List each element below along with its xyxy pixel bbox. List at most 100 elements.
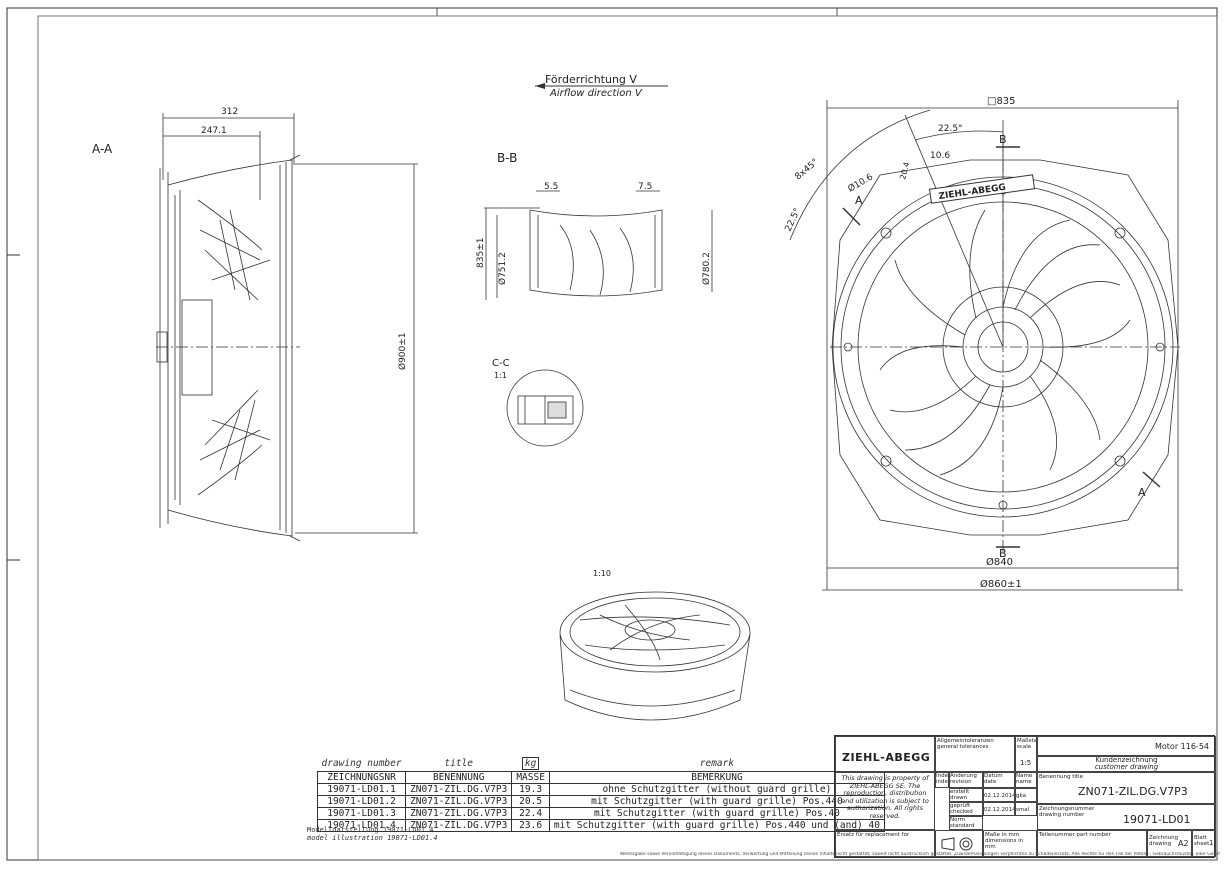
index-label: Index index [935, 772, 949, 788]
row-name: ZN071-ZIL.DG.V7P3 [405, 795, 513, 808]
dim-hole-dia-b: 10.6 [930, 151, 950, 161]
part-number-cell: Teilenummer part number [1037, 830, 1147, 857]
format-cell: Zeichnung drawing A2 [1147, 830, 1192, 857]
model-note-de: Modelldarstellung 19071-LD01.4 [307, 826, 434, 834]
motor-value: Motor 116-54 [1155, 742, 1209, 751]
dim-hole-dia-a: Ø10.6 [846, 171, 875, 194]
hdr-remark: remark [699, 758, 735, 769]
iso-scale: 1:10 [593, 569, 611, 578]
dim-835h: 835±1 [476, 238, 486, 268]
dim-5-5: 5.5 [544, 182, 558, 192]
section-a-top: A [855, 194, 863, 207]
title-label: Benennung title [1039, 774, 1083, 780]
scale-value: 1:5 [1020, 759, 1032, 767]
sheet-label: Blatt sheet [1194, 835, 1210, 847]
checked-label: geprüft checked [949, 802, 983, 816]
dim-sq835: □835 [987, 96, 1016, 107]
fan-brand-plate [928, 174, 1036, 204]
hdr-masse: MASSE [511, 771, 550, 784]
dim-hole-pattern: 8x45° [794, 157, 821, 182]
sheet-cell: Blatt sheet 1 [1192, 830, 1216, 857]
dim-hole-offset: 20.4 [898, 161, 911, 181]
title-block: ZIEHL-ABEGG Allgemeintoleranzen general … [834, 735, 1216, 858]
hdr-zeichnungsnr: ZEICHNUNGSNR [316, 771, 407, 784]
table-row: 19071-LD01.1 ZN071-ZIL.DG.V7P3 19.3 ohne… [316, 783, 885, 796]
format-value: A2 [1178, 839, 1189, 848]
hdr-kg: kg [512, 757, 550, 772]
projection-symbol-cell [935, 830, 983, 857]
kundenzeichnung-label: Kundenzeichnung [1095, 756, 1158, 764]
view-aa-label: A-A [92, 142, 113, 156]
hdr-title: title [444, 758, 473, 769]
row-nr: 19071-LD01.3 [316, 807, 407, 820]
mm-cell: Maße in mm dimensions in mm [983, 830, 1037, 857]
drawn-date: 02.12.2014 [983, 788, 1015, 802]
name-label: Name name [1015, 772, 1037, 788]
hdr-drawing-number: drawing number [321, 758, 402, 769]
projection-icon [941, 837, 973, 851]
dim-angle-top: 22.5° [938, 124, 963, 134]
airflow-label-de: Förderrichtung V [545, 73, 637, 86]
ziehl-abegg-logo: ZIEHL-ABEGG [842, 751, 931, 764]
section-b-bottom: B [999, 547, 1007, 560]
legal-footer: Weitergabe sowie Vervielfältigung dieses… [620, 852, 1220, 857]
view-bb-label: B-B [497, 151, 517, 165]
airflow-label-en: Airflow direction V [549, 88, 643, 99]
logo-cell: ZIEHL-ABEGG [835, 736, 935, 772]
drawing-number-value: 19071-LD01 [1123, 813, 1191, 826]
model-illustration-note: Modelldarstellung 19071-LD01.4 model ill… [307, 826, 438, 842]
view-cc-label: C-C [492, 358, 510, 369]
property-notice: This drawing is property of ZIEHL-ABEGG … [835, 772, 935, 830]
format-label: Zeichnung drawing [1149, 835, 1179, 847]
revision-label: Änderung revision [949, 772, 983, 788]
customer-drawing-label: customer drawing [1094, 763, 1159, 771]
dim-7-5: 7.5 [638, 182, 652, 192]
drawn-name: gka [1015, 788, 1037, 802]
dim-900: Ø900±1 [397, 332, 408, 370]
replacement-cell: Ersatz für replacement for [835, 830, 935, 857]
hdr-benennung: BENENNUNG [405, 771, 513, 784]
dim-751: Ø751.2 [497, 252, 508, 285]
cc-detail-view [506, 369, 584, 447]
table-row: 19071-LD01.3 ZN071-ZIL.DG.V7P3 22.4 mit … [316, 807, 885, 820]
checked-name: smal [1015, 802, 1037, 816]
front-view [789, 100, 1183, 591]
sheet-value: 1 [1209, 839, 1214, 847]
customer-drawing-cell: Kundenzeichnung customer drawing [1037, 756, 1216, 772]
row-mass: 22.4 [511, 807, 550, 820]
table-row: 19071-LD01.4 ZN071-ZIL.DG.V7P3 23.6 mit … [316, 819, 885, 832]
checked-date: 02.12.2014 [983, 802, 1015, 816]
dim-angle-left: 22.5° [784, 207, 803, 233]
title-cell: Benennung title ZN071-ZIL.DG.V7P3 [1037, 772, 1216, 804]
drawn-label: erstellt drawn [949, 788, 983, 802]
parts-table: drawing number title kg remark ZEICHNUNG… [316, 757, 885, 832]
inner-border [37, 15, 1218, 861]
dim-860: Ø860±1 [980, 578, 1022, 590]
row-mass: 20.5 [511, 795, 550, 808]
bb-section-view [484, 190, 713, 300]
aa-side-view [156, 113, 418, 542]
parts-italic-header: drawing number title kg remark [318, 757, 885, 772]
tolerances-cell: Allgemeintoleranzen general tolerances [935, 736, 1015, 772]
drawing-number-label: Zeichnungsnummer drawing number [1039, 806, 1095, 818]
dim-312: 312 [221, 107, 238, 117]
row-mass: 19.3 [511, 783, 550, 796]
row-name: ZN071-ZIL.DG.V7P3 [405, 783, 513, 796]
row-remark: mit Schutzgitter (with guard grille) Pos… [548, 819, 885, 832]
table-row: 19071-LD01.2 ZN071-ZIL.DG.V7P3 20.5 mit … [316, 795, 885, 808]
title-value: ZN071-ZIL.DG.V7P3 [1078, 785, 1188, 798]
dim-840: Ø840 [986, 556, 1013, 568]
scale-cell: Maßstab scale 1:5 [1015, 736, 1037, 772]
view-cc-scale: 1:1 [494, 371, 507, 380]
dim-780: Ø780.2 [701, 252, 712, 285]
drawing-number-cell: Zeichnungsnummer drawing number 19071-LD… [1037, 804, 1216, 830]
scale-label: Maßstab scale [1017, 738, 1037, 750]
parts-header-row: ZEICHNUNGSNR BENENNUNG MASSE BEMERKUNG [316, 771, 885, 784]
airflow-arrow [535, 83, 545, 89]
section-a-bottom: A [1138, 486, 1146, 499]
iso-fan-view [559, 591, 751, 721]
standard-label: Norm standard [949, 816, 983, 830]
section-b-top: B [999, 133, 1007, 146]
